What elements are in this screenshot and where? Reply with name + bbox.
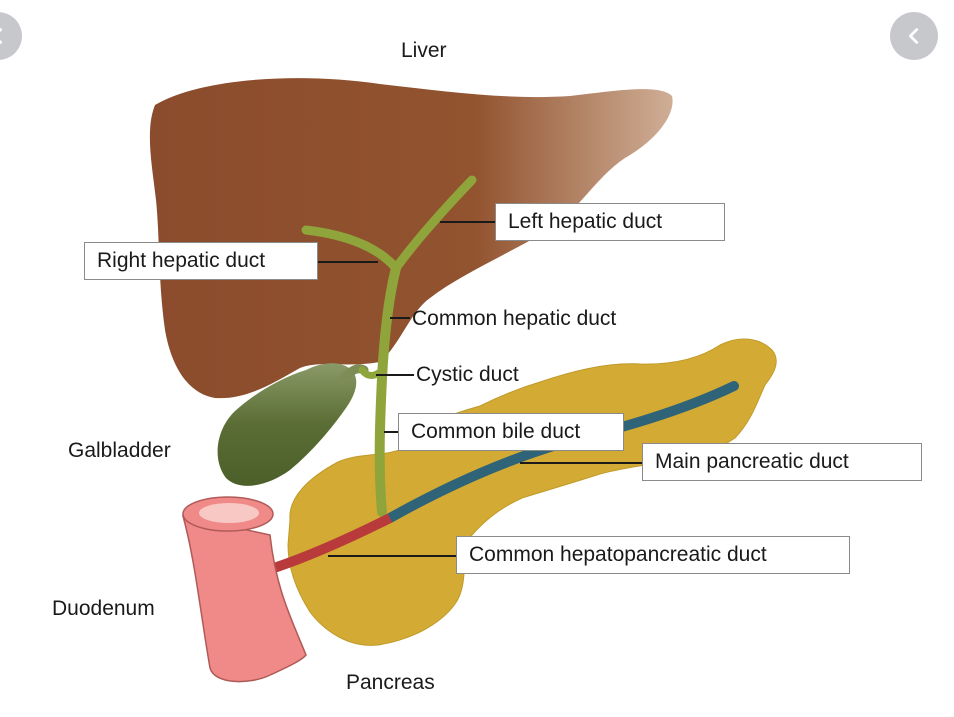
right-hepatic-duct xyxy=(301,225,401,273)
label-cystic-duct: Cystic duct xyxy=(416,363,519,386)
liver-shape xyxy=(149,78,673,399)
label-main-pancreatic-duct: Main pancreatic duct xyxy=(642,443,922,481)
label-common-hepatopancreatic-duct: Common hepatopancreatic duct xyxy=(456,536,850,574)
common-hepatopancreatic-duct xyxy=(272,513,393,573)
label-left-hepatic-duct: Left hepatic duct xyxy=(495,203,725,241)
label-pancreas: Pancreas xyxy=(346,671,435,694)
chevron-left-icon xyxy=(0,28,3,44)
label-duodenum: Duodenum xyxy=(52,597,155,620)
label-common-bile-duct: Common bile duct xyxy=(398,413,624,451)
left-hepatic-duct xyxy=(391,175,477,273)
chevron-left-icon xyxy=(908,28,919,44)
common-hepatic-and-bile-duct xyxy=(374,263,401,517)
label-right-hepatic-duct: Right hepatic duct xyxy=(84,242,318,280)
next-image-button[interactable] xyxy=(890,12,938,60)
label-galbladder: Galbladder xyxy=(68,439,171,462)
previous-image-button[interactable] xyxy=(0,12,22,60)
label-liver: Liver xyxy=(401,39,447,62)
gallbladder-shape xyxy=(217,363,357,486)
label-common-hepatic-duct: Common hepatic duct xyxy=(412,307,617,330)
pancreas-shape xyxy=(287,338,777,646)
duodenum-shape xyxy=(181,515,307,683)
duodenum-lumen xyxy=(199,503,259,523)
